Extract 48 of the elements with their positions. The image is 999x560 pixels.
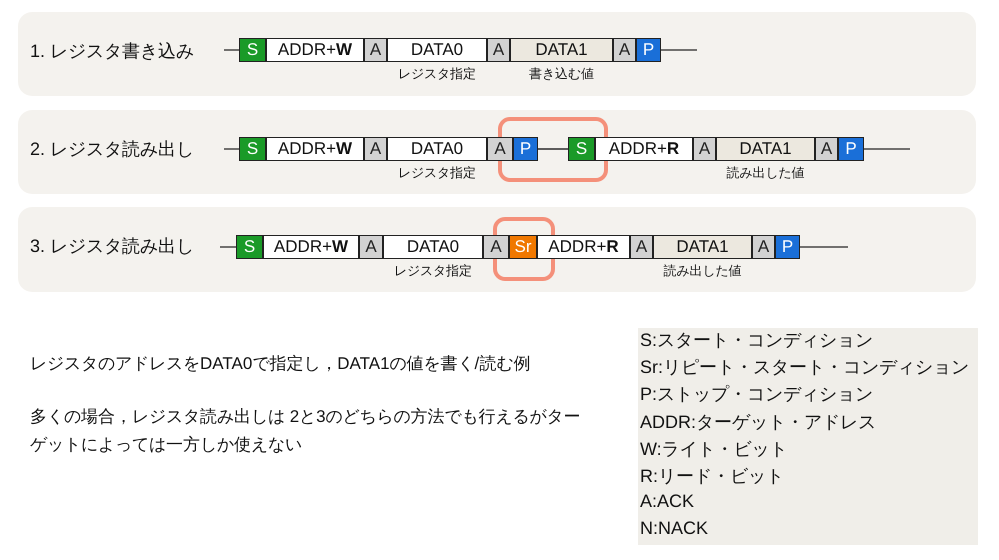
field-caption: レジスタ指定 xyxy=(394,262,472,280)
abbreviation-text: W:ライト・ビット xyxy=(640,438,788,461)
ack-field: A xyxy=(613,38,636,62)
stop-field: P xyxy=(775,235,800,259)
row-title: 1. レジスタ書き込み xyxy=(30,40,194,63)
stop-field: P xyxy=(513,137,538,161)
ack-field: A xyxy=(359,235,383,259)
ack-field: A xyxy=(364,38,387,62)
ack-field: A xyxy=(483,235,509,259)
data-field: ADDR+R xyxy=(537,235,630,259)
ack-field: A xyxy=(487,137,513,161)
abbreviation-text: R:リード・ビット xyxy=(640,465,784,488)
data-field: ADDR+W xyxy=(263,235,359,259)
ack-field: A xyxy=(364,137,387,161)
field-caption: 読み出した値 xyxy=(664,262,742,280)
field-caption: レジスタ指定 xyxy=(398,65,476,83)
note-text: 多くの場合，レジスタ読み出しは 2と3のどちらの方法でも行えるがターゲットによっては一方しか使えない xyxy=(30,406,582,456)
panel-background xyxy=(18,110,976,194)
field-caption: 書き込む値 xyxy=(529,65,594,83)
start-field: S xyxy=(236,235,263,259)
row-title: 3. レジスタ読み出し xyxy=(30,235,194,258)
abbreviation-text: A:ACK xyxy=(640,491,694,512)
note-text: レジスタのアドレスをDATA0で指定し，DATA1の値を書く/読む例 xyxy=(30,353,532,375)
stop-field: P xyxy=(838,137,864,161)
abbreviation-text: S:スタート・コンディション xyxy=(640,329,874,352)
field-caption: 読み出した値 xyxy=(726,164,804,182)
abbreviation-text: N:NACK xyxy=(640,518,708,540)
start-field: S xyxy=(568,137,595,161)
data-field: ADDR+W xyxy=(266,137,364,161)
ack-field: A xyxy=(693,137,716,161)
abbreviation-text: ADDR:ターゲット・アドレス xyxy=(640,410,876,434)
start-field: S xyxy=(239,38,266,62)
ack-field: A xyxy=(630,235,653,259)
data-field: ADDR+R xyxy=(595,137,693,161)
stop-field: P xyxy=(636,38,661,62)
field-caption: レジスタ指定 xyxy=(398,164,476,182)
abbreviation-text: Sr:リピート・スタート・コンディション xyxy=(640,356,970,380)
bus-line xyxy=(538,148,568,150)
ack-field: A xyxy=(815,137,838,161)
row-title: 2. レジスタ読み出し xyxy=(30,138,194,161)
data-field: ADDR+W xyxy=(266,38,364,62)
panel-background xyxy=(18,207,976,292)
ack-field: A xyxy=(752,235,775,259)
restart-field: Sr xyxy=(509,235,537,259)
start-field: S xyxy=(239,137,266,161)
ack-field: A xyxy=(487,38,510,62)
abbreviation-text: P:ストップ・コンディション xyxy=(640,383,874,406)
panel-background xyxy=(18,12,976,96)
